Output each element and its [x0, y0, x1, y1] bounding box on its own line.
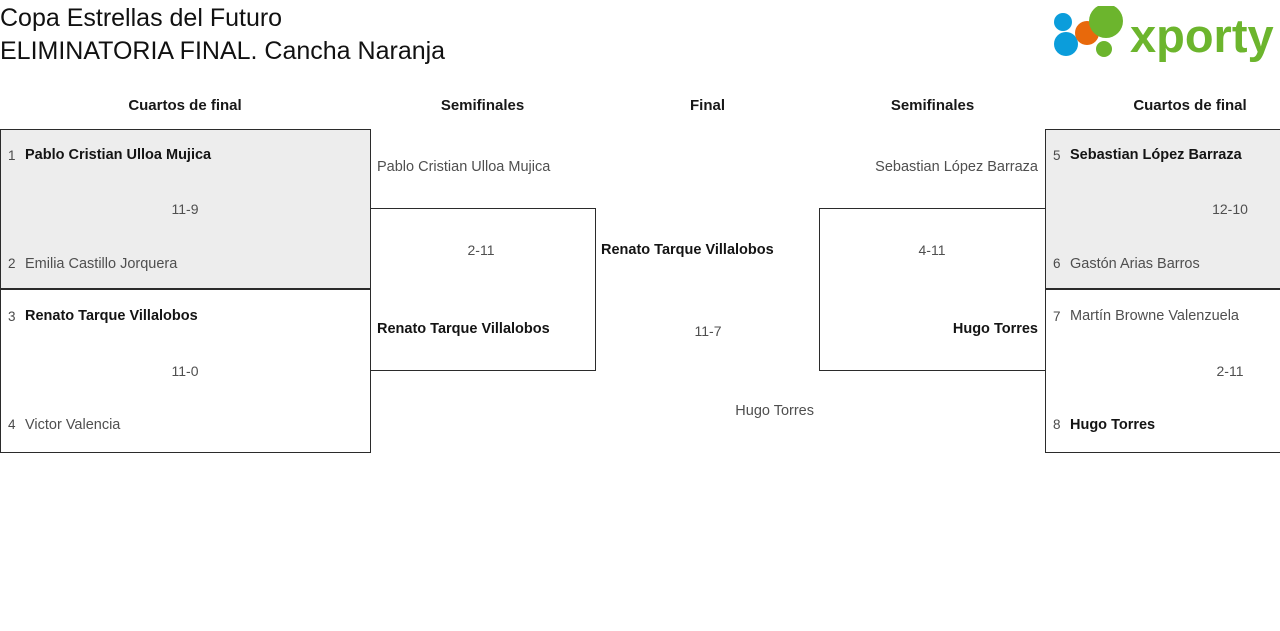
tournament-title: Copa Estrellas del Futuro ELIMINATORIA F…: [0, 2, 445, 68]
seed-number-4: 4: [8, 417, 16, 432]
score-final: 11-7: [694, 323, 722, 339]
score-qf-right-2: 2-11: [1216, 363, 1244, 379]
seed-number-8: 8: [1053, 417, 1061, 432]
player-name-qf-left-1-top[interactable]: Pablo Cristian Ulloa Mujica: [25, 147, 212, 163]
player-name-sf-left-bottom[interactable]: Renato Tarque Villalobos: [377, 321, 550, 337]
score-qf-right-1: 12-10: [1212, 201, 1248, 217]
seed-number-5: 5: [1053, 148, 1061, 163]
column-header-semifinals-right: Semifinales: [890, 97, 975, 114]
xporty-logo-icon: xporty: [1054, 4, 1274, 62]
match-box-sf-right[interactable]: [819, 208, 1046, 371]
seed-number-3: 3: [8, 309, 16, 324]
player-name-sf-left-top[interactable]: Pablo Cristian Ulloa Mujica: [377, 159, 551, 175]
seed-number-2: 2: [8, 256, 16, 271]
column-header-quarterfinals-left: Cuartos de final: [128, 97, 242, 114]
player-name-qf-right-1-top[interactable]: Sebastian López Barraza: [1070, 147, 1242, 163]
player-name-qf-left-2-bottom[interactable]: Victor Valencia: [25, 417, 121, 433]
match-box-sf-left[interactable]: [370, 208, 596, 371]
tournament-title-line-1: Copa Estrellas del Futuro: [0, 4, 283, 32]
player-name-qf-left-1-bottom[interactable]: Emilia Castillo Jorquera: [25, 256, 178, 272]
tournament-subtitle-line-2: ELIMINATORIA FINAL. Cancha Naranja: [0, 37, 446, 65]
connector-qf-right-2-to-sf: [1020, 370, 1046, 371]
player-name-final-bottom[interactable]: Hugo Torres: [735, 403, 814, 419]
player-name-qf-right-1-bottom[interactable]: Gastón Arias Barros: [1070, 256, 1200, 272]
match-box-qf-right-2[interactable]: [1045, 289, 1280, 453]
svg-text:xporty: xporty: [1130, 9, 1274, 62]
seed-number-6: 6: [1053, 256, 1061, 271]
column-header-quarterfinals-right: Cuartos de final: [1133, 97, 1247, 114]
score-qf-left-1: 11-9: [171, 201, 199, 217]
connector-qf-right-1-to-sf: [1020, 208, 1046, 209]
score-qf-left-2: 11-0: [171, 363, 199, 379]
column-header-final: Final: [689, 97, 725, 114]
score-sf-left: 2-11: [467, 242, 495, 258]
player-name-qf-left-2-top[interactable]: Renato Tarque Villalobos: [25, 308, 198, 324]
player-name-sf-right-top[interactable]: Sebastian López Barraza: [875, 159, 1038, 175]
player-name-qf-right-2-bottom[interactable]: Hugo Torres: [1070, 417, 1156, 433]
score-sf-right: 4-11: [918, 242, 946, 258]
seed-number-7: 7: [1053, 309, 1061, 324]
match-box-qf-right-1[interactable]: [1045, 129, 1280, 289]
match-box-qf-left-2[interactable]: [0, 289, 371, 453]
player-name-qf-right-2-top[interactable]: Martín Browne Valenzuela: [1070, 308, 1239, 324]
column-header-semifinals-left: Semifinales: [440, 97, 525, 114]
player-name-sf-right-bottom[interactable]: Hugo Torres: [952, 321, 1038, 337]
player-name-final-top[interactable]: Renato Tarque Villalobos: [601, 242, 774, 258]
match-box-qf-left-1[interactable]: [0, 129, 371, 289]
seed-number-1: 1: [8, 148, 16, 163]
xporty-logo[interactable]: xporty: [1044, 4, 1276, 64]
